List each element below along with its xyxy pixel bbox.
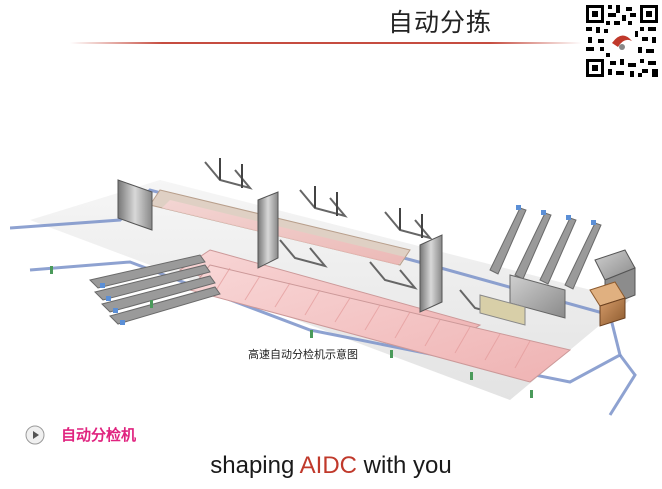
play-circle-icon: [25, 425, 45, 444]
bullet-label: 自动分检机: [61, 426, 137, 444]
slogan-prefix: shaping: [210, 452, 300, 479]
slogan-accent: AIDC: [299, 452, 358, 479]
title-divider: [70, 42, 582, 44]
sorter-illustration: [10, 158, 637, 416]
qr-code-icon: [584, 3, 660, 79]
slogan: shaping AIDC with you: [0, 452, 662, 480]
bullet-item: 自动分检机: [25, 424, 136, 445]
illustration-caption: 高速自动分检机示意图: [248, 348, 358, 361]
slide-title: 自动分拣: [388, 8, 493, 37]
slogan-suffix: with you: [357, 452, 452, 479]
